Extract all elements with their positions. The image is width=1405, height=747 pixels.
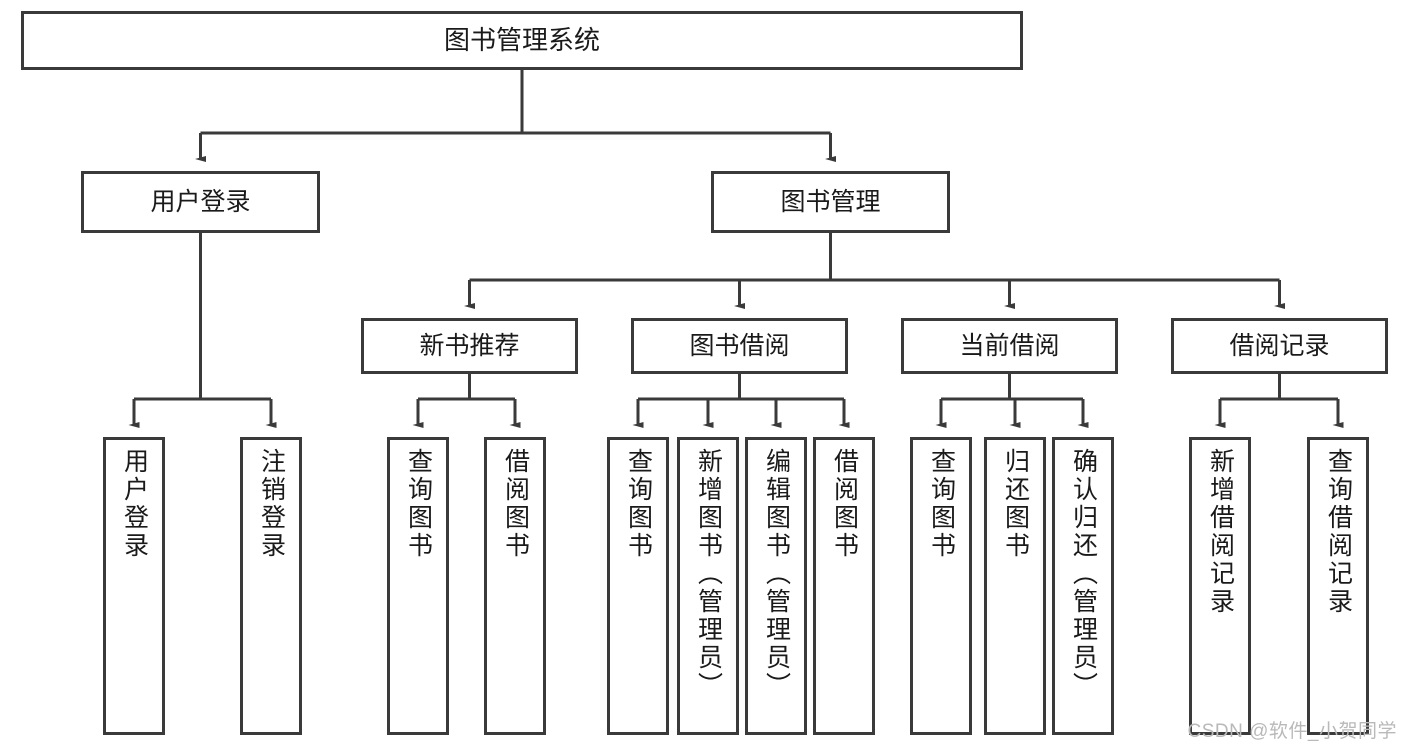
node-current[interactable]: 当前借阅	[901, 318, 1118, 374]
node-label: 借阅图书	[501, 448, 530, 560]
node-label: 图书借阅	[689, 331, 790, 360]
node-leaf-bw-borrow[interactable]: 借阅图书	[813, 437, 875, 735]
node-root[interactable]: 图书管理系统	[21, 11, 1023, 70]
node-leaf-user-logout[interactable]: 注销登录	[240, 437, 302, 735]
node-leaf-cur-return[interactable]: 归还图书	[984, 437, 1046, 735]
node-label: 借阅记录	[1229, 331, 1330, 360]
node-label: 查询图书	[404, 448, 433, 560]
node-login[interactable]: 用户登录	[81, 171, 320, 233]
node-leaf-cur-confirm[interactable]: 确认归还（管理员）	[1052, 437, 1114, 735]
node-leaf-rec-query[interactable]: 查询借阅记录	[1307, 437, 1369, 735]
node-newbook[interactable]: 新书推荐	[361, 318, 578, 374]
node-leaf-bw-add[interactable]: 新增图书（管理员）	[677, 437, 739, 735]
node-label: 查询图书	[624, 448, 653, 560]
node-leaf-user-login[interactable]: 用户登录	[103, 437, 165, 735]
node-bookmgmt[interactable]: 图书管理	[711, 171, 950, 233]
node-label: 编辑图书（管理员）	[762, 448, 791, 700]
node-label: 查询借阅记录	[1324, 448, 1353, 616]
node-label: 图书管理	[780, 187, 881, 216]
node-leaf-bw-edit[interactable]: 编辑图书（管理员）	[745, 437, 807, 735]
node-records[interactable]: 借阅记录	[1171, 318, 1388, 374]
watermark-text: CSDN @软件_小贺同学	[1187, 721, 1397, 742]
node-label: 查询图书	[927, 448, 956, 560]
node-label: 当前借阅	[959, 331, 1060, 360]
node-label: 新书推荐	[419, 331, 520, 360]
node-label: 注销登录	[257, 448, 286, 560]
node-leaf-new-borrow[interactable]: 借阅图书	[484, 437, 546, 735]
edge-paths	[128, 70, 1344, 428]
node-label: 图书管理系统	[443, 24, 600, 55]
node-label: 用户登录	[150, 187, 251, 216]
node-leaf-new-query[interactable]: 查询图书	[387, 437, 449, 735]
node-leaf-cur-query[interactable]: 查询图书	[910, 437, 972, 735]
node-label: 归还图书	[1001, 448, 1030, 560]
node-leaf-bw-query[interactable]: 查询图书	[607, 437, 669, 735]
node-borrow[interactable]: 图书借阅	[631, 318, 848, 374]
node-label: 确认归还（管理员）	[1069, 448, 1098, 700]
node-label: 借阅图书	[830, 448, 859, 560]
node-label: 新增图书（管理员）	[694, 448, 723, 700]
node-label: 新增借阅记录	[1206, 448, 1235, 616]
node-label: 用户登录	[120, 448, 149, 560]
node-leaf-rec-add[interactable]: 新增借阅记录	[1189, 437, 1251, 735]
